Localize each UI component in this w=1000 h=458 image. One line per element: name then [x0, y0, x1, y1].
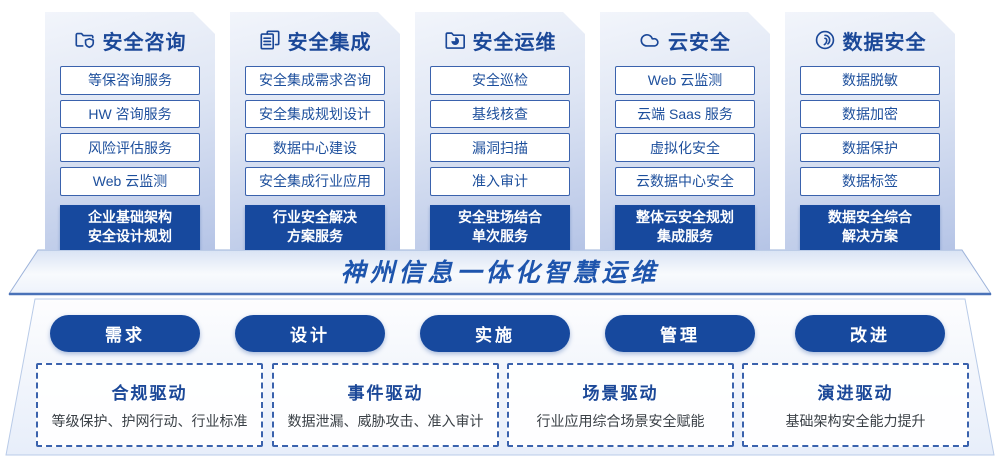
driver-title: 合规驱动 — [111, 384, 188, 403]
card-title: 数据安全 — [842, 31, 927, 54]
highlight-line: 数据安全综合 — [828, 208, 912, 225]
phase-pill-management: 管理 — [605, 315, 755, 352]
service-item: 漏洞扫描 — [430, 133, 570, 162]
card-data-security: 数据安全 数据脱敏 数据加密 数据保护 数据标签 数据安全综合 解决方案 — [785, 12, 955, 250]
phase-pill-improvement: 改进 — [795, 315, 945, 352]
highlight-line: 行业安全解决 — [273, 208, 357, 225]
service-item: 安全集成需求咨询 — [245, 66, 385, 95]
service-item: 虚拟化安全 — [615, 133, 755, 162]
banner-platform — [8, 249, 992, 296]
service-item: 云端 Saas 服务 — [615, 99, 755, 129]
service-item: 安全集成行业应用 — [245, 166, 385, 196]
card-title: 云安全 — [668, 31, 731, 54]
service-item: 数据标签 — [800, 166, 940, 196]
card-header: 安全集成 — [230, 26, 400, 54]
service-item: 准入审计 — [430, 166, 570, 196]
driver-title: 演进驱动 — [817, 384, 894, 403]
highlight-service: 数据安全综合 解决方案 — [800, 204, 940, 250]
driver-compliance: 合规驱动 等级保护、护网行动、行业标准 — [36, 363, 263, 447]
driver-evolution: 演进驱动 基础架构安全能力提升 — [742, 363, 969, 447]
highlight-service: 企业基础架构 安全设计规划 — [60, 204, 200, 250]
service-item: 数据脱敏 — [800, 66, 940, 95]
highlight-line: 集成服务 — [657, 228, 713, 245]
highlight-line: 解决方案 — [842, 228, 898, 245]
highlight-service: 行业安全解决 方案服务 — [245, 204, 385, 250]
service-item: 云数据中心安全 — [615, 166, 755, 196]
service-item: 数据保护 — [800, 133, 940, 162]
card-header: 数据安全 — [785, 26, 955, 54]
phase-pill-implementation: 实施 — [420, 315, 570, 352]
driver-title: 事件驱动 — [347, 384, 424, 403]
service-item: 安全巡检 — [430, 66, 570, 95]
driver-desc: 行业应用综合场景安全赋能 — [536, 413, 705, 429]
highlight-line: 安全设计规划 — [88, 228, 172, 245]
phase-pill-design: 设计 — [235, 315, 385, 352]
cloud-icon — [639, 29, 661, 51]
card-header: 云安全 — [600, 26, 770, 54]
card-security-consulting: 安全咨询 等保咨询服务 HW 咨询服务 风险评估服务 Web 云监测 企业基础架… — [45, 12, 215, 250]
documents-icon — [259, 29, 281, 51]
service-item: Web 云监测 — [60, 166, 200, 196]
highlight-line: 整体云安全规划 — [636, 208, 734, 225]
service-item: 安全集成规划设计 — [245, 99, 385, 129]
driver-desc: 数据泄漏、威胁攻击、准入审计 — [287, 413, 484, 429]
highlight-line: 安全驻场结合 — [458, 208, 542, 225]
card-security-operations: 安全运维 安全巡检 基线核查 漏洞扫描 准入审计 安全驻场结合 单次服务 — [415, 12, 585, 250]
service-item: 数据加密 — [800, 99, 940, 129]
folder-shield-icon — [74, 29, 96, 51]
service-item: 基线核查 — [430, 99, 570, 129]
card-cloud-security: 云安全 Web 云监测 云端 Saas 服务 虚拟化安全 云数据中心安全 整体云… — [600, 12, 770, 250]
card-title: 安全运维 — [472, 31, 557, 54]
service-item: HW 咨询服务 — [60, 99, 200, 129]
driver-desc: 等级保护、护网行动、行业标准 — [51, 413, 248, 429]
driver-scenario: 场景驱动 行业应用综合场景安全赋能 — [507, 363, 734, 447]
highlight-line: 方案服务 — [287, 228, 343, 245]
service-item: 等保咨询服务 — [60, 66, 200, 95]
fingerprint-icon — [814, 29, 836, 51]
banner-title: 神州信息一体化智慧运维 — [340, 259, 660, 287]
highlight-line: 单次服务 — [472, 228, 528, 245]
card-header: 安全咨询 — [45, 26, 215, 54]
highlight-service: 安全驻场结合 单次服务 — [430, 204, 570, 250]
pie-folder-icon — [444, 29, 466, 51]
service-item: 数据中心建设 — [245, 133, 385, 162]
phase-pill-requirement: 需求 — [50, 315, 200, 352]
card-header: 安全运维 — [415, 26, 585, 54]
driver-incident: 事件驱动 数据泄漏、威胁攻击、准入审计 — [272, 363, 499, 447]
card-security-integration: 安全集成 安全集成需求咨询 安全集成规划设计 数据中心建设 安全集成行业应用 行… — [230, 12, 400, 250]
driver-title: 场景驱动 — [582, 384, 659, 403]
card-title: 安全集成 — [287, 31, 372, 54]
highlight-service: 整体云安全规划 集成服务 — [615, 204, 755, 250]
highlight-line: 企业基础架构 — [88, 208, 172, 225]
service-item: 风险评估服务 — [60, 133, 200, 162]
service-item: Web 云监测 — [615, 66, 755, 95]
card-title: 安全咨询 — [102, 31, 187, 54]
driver-desc: 基础架构安全能力提升 — [785, 413, 926, 429]
